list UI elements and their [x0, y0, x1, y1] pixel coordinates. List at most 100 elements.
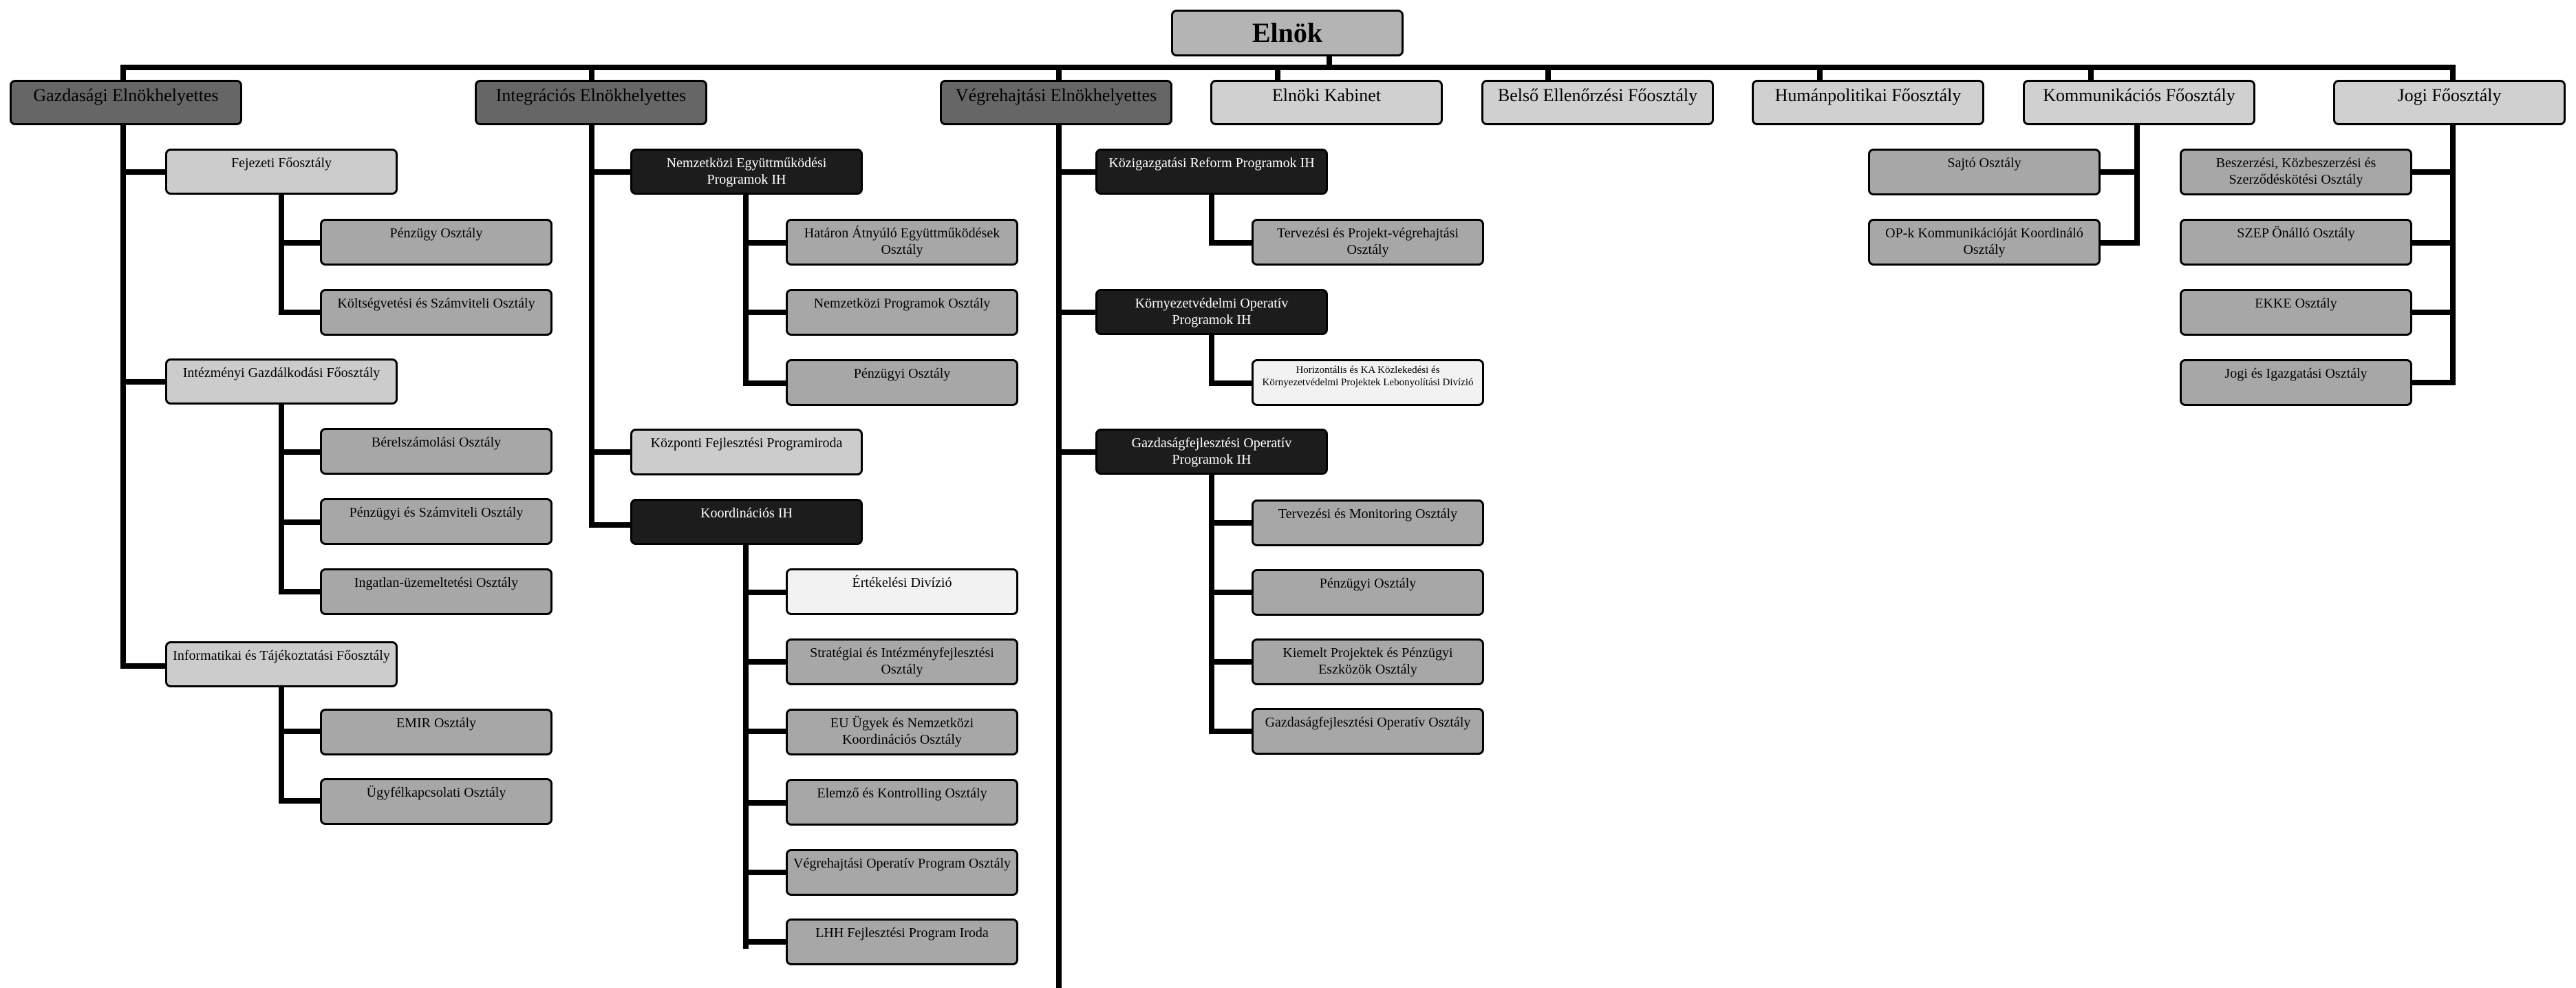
node-ertekelesi-divizio[interactable]: Értékelési Divízió	[786, 568, 1018, 615]
node-label: Nemzetközi Együttműködési Programok IH	[666, 155, 827, 187]
node-vegrehajtasi-elnokhelyettes[interactable]: Végrehajtási Elnökhelyettes	[940, 80, 1172, 125]
node-label: Beszerzési, Közbeszerzési és Szerződéskö…	[2215, 155, 2376, 187]
connector-line	[743, 195, 749, 386]
node-nemzetkozi-programok-osztaly[interactable]: Nemzetközi Programok Osztály	[786, 289, 1018, 336]
node-op-k-kommunikaciojat-koordinalo-osztaly[interactable]: OP-k Kommunikációját Koordináló Osztály	[1868, 219, 2101, 266]
node-label: Elnök	[1252, 17, 1323, 48]
node-label: Pénzügyi Osztály	[853, 366, 951, 381]
node-penzugyi-es-szamviteli-osztaly[interactable]: Pénzügyi és Számviteli Osztály	[320, 498, 552, 545]
node-ingatlan-uzemeltetesi-osztaly[interactable]: Ingatlan-üzemeltetési Osztály	[320, 568, 552, 615]
connector-line	[2412, 380, 2456, 385]
node-koordinacios-ih[interactable]: Koordinációs IH	[630, 499, 863, 545]
node-label: Ügyfélkapcsolati Osztály	[366, 785, 506, 800]
node-label: Elnöki Kabinet	[1271, 85, 1382, 105]
connector-line	[2412, 169, 2456, 175]
node-gazdasagfejlesztesi-operativ-osztaly[interactable]: Gazdaságfejlesztési Operatív Osztály	[1252, 708, 1484, 755]
node-fejezeti-foosztaly[interactable]: Fejezeti Főosztály	[165, 149, 398, 195]
node-penzugyi-osztaly[interactable]: Pénzügyi Osztály	[1252, 569, 1484, 616]
connector-line	[279, 729, 320, 734]
node-informatikai-es-tajekoztatasi-foosztaly[interactable]: Informatikai és Tájékoztatási Főosztály	[165, 641, 398, 687]
connector-line	[2134, 125, 2140, 246]
connector-line	[279, 449, 320, 455]
connector-line	[279, 240, 320, 246]
node-eu-ugyek-es-nemzetkozi-koordinacios-osztaly[interactable]: EU Ügyek és Nemzetközi Koordinációs Oszt…	[786, 709, 1018, 755]
node-szep-onallo-osztaly[interactable]: SZEP Önálló Osztály	[2180, 219, 2412, 266]
connector-line	[279, 310, 320, 315]
node-emir-osztaly[interactable]: EMIR Osztály	[320, 709, 552, 755]
node-kozponti-fejlesztesi-programiroda[interactable]: Központi Fejlesztési Programiroda	[630, 429, 863, 475]
node-horizontalis-lebonyolitasi-divizio[interactable]: Horizontális és KA Közlekedési és Környe…	[1252, 359, 1484, 406]
node-label: Értékelési Divízió	[852, 575, 952, 590]
node-label: Nemzetközi Programok Osztály	[813, 296, 991, 311]
node-jogi-es-igazgatasi-osztaly[interactable]: Jogi és Igazgatási Osztály	[2180, 359, 2412, 406]
node-intezmenyi-gazdalkodasi-foosztaly[interactable]: Intézményi Gazdálkodási Főosztály	[165, 358, 398, 405]
node-label: Pénzügy Osztály	[389, 226, 483, 241]
node-label: SZEP Önálló Osztály	[2237, 226, 2355, 241]
connector-line	[2450, 125, 2456, 385]
node-label: Gazdaságfejlesztési Operatív Osztály	[1265, 715, 1471, 730]
node-elnoki-kabinet[interactable]: Elnöki Kabinet	[1210, 80, 1443, 125]
node-kiemelt-projektek-es-penzugyi-eszkozok-osztaly[interactable]: Kiemelt Projektek és Pénzügyi Eszközök O…	[1252, 638, 1484, 685]
connector-line	[1056, 449, 1095, 455]
node-beszerzesi-kozbeszerzesi-es-szerzodeskotesi-osztaly[interactable]: Beszerzési, Közbeszerzési és Szerződéskö…	[2180, 149, 2412, 195]
node-hataron-atnyulo-egyuttmukodesek-osztaly[interactable]: Határon Átnyúló Együttműködések Osztály	[786, 219, 1018, 266]
connector-line	[743, 939, 786, 945]
node-label: Informatikai és Tájékoztatási Főosztály	[173, 648, 390, 663]
connector-line	[2088, 65, 2094, 80]
node-label: Közigazgatási Reform Programok IH	[1108, 155, 1315, 171]
connector-line	[1545, 65, 1551, 80]
node-label: EU Ügyek és Nemzetközi Koordinációs Oszt…	[830, 716, 974, 747]
connector-line	[279, 687, 284, 804]
node-label: Sajtó Osztály	[1947, 155, 2021, 171]
node-label: EMIR Osztály	[396, 716, 477, 731]
node-label: Környezetvédelmi Operatív Programok IH	[1135, 296, 1289, 327]
node-ekke-osztaly[interactable]: EKKE Osztály	[2180, 289, 2412, 336]
node-humanpolitikai-foosztaly[interactable]: Humánpolitikai Főosztály	[1752, 80, 1984, 125]
node-label: Jogi Főosztály	[2397, 85, 2502, 105]
connector-line	[1209, 729, 1252, 734]
connector-line	[1056, 65, 1062, 80]
node-gazdasagi-elnokhelyettes[interactable]: Gazdasági Elnökhelyettes	[10, 80, 242, 125]
connector-line	[743, 800, 786, 806]
connector-line	[743, 310, 786, 315]
node-tervezesi-es-projekt-vegrehajtasi-osztaly[interactable]: Tervezési és Projekt-végrehajtási Osztál…	[1252, 219, 1484, 266]
node-nemzetkozi-egyuttmukodesi-programok-ih[interactable]: Nemzetközi Együttműködési Programok IH	[630, 149, 863, 195]
node-tervezesi-es-monitoring-osztaly[interactable]: Tervezési és Monitoring Osztály	[1252, 500, 1484, 546]
node-label: Humánpolitikai Főosztály	[1774, 85, 1962, 105]
node-ugyfelkapcsolati-osztaly[interactable]: Ügyfélkapcsolati Osztály	[320, 778, 552, 825]
node-kornyezetvedelmi-operativ-programok-ih[interactable]: Környezetvédelmi Operatív Programok IH	[1095, 289, 1328, 335]
node-label: Fejezeti Főosztály	[230, 155, 332, 171]
node-lhh-fejlesztesi-program-iroda[interactable]: LHH Fejlesztési Program Iroda	[786, 919, 1018, 965]
node-jogi-foosztaly[interactable]: Jogi Főosztály	[2333, 80, 2566, 125]
node-elemzo-es-kontrolling-osztaly[interactable]: Elemző és Kontrolling Osztály	[786, 779, 1018, 826]
node-penzugy-osztaly[interactable]: Pénzügy Osztály	[320, 219, 552, 266]
node-integracios-elnokhelyettes[interactable]: Integrációs Elnökhelyettes	[475, 80, 707, 125]
connector-line	[1327, 56, 1332, 67]
node-label: LHH Fejlesztési Program Iroda	[815, 925, 989, 941]
node-label: Kommunikációs Főosztály	[2043, 85, 2235, 105]
node-label: Gazdasági Elnökhelyettes	[33, 85, 219, 105]
connector-line	[1209, 240, 1252, 246]
node-sajto-osztaly[interactable]: Sajtó Osztály	[1868, 149, 2101, 195]
node-elnok[interactable]: Elnök	[1171, 10, 1404, 56]
connector-line	[120, 65, 2456, 70]
node-kozigazgatasi-reform-programok-ih[interactable]: Közigazgatási Reform Programok IH	[1095, 149, 1328, 195]
connector-line	[743, 590, 786, 595]
node-gazdasagfejlesztesi-operativ-programok-ih[interactable]: Gazdaságfejlesztési Operatív Programok I…	[1095, 429, 1328, 475]
node-kommunikacios-foosztaly[interactable]: Kommunikációs Főosztály	[2023, 80, 2255, 125]
connector-line	[120, 125, 126, 669]
connector-line	[120, 65, 126, 80]
connector-line	[1056, 169, 1095, 175]
connector-line	[589, 65, 594, 80]
connector-line	[1817, 65, 1823, 80]
connector-line	[743, 380, 786, 386]
node-belso-ellenorzesi-foosztaly[interactable]: Belső Ellenőrzési Főosztály	[1481, 80, 1714, 125]
node-berelszamolasi-osztaly[interactable]: Bérelszámolási Osztály	[320, 428, 552, 475]
node-strategiai-es-intezmenyfejlesztesi-osztaly[interactable]: Stratégiai és Intézményfejlesztési Osztá…	[786, 638, 1018, 685]
node-vegrehajtasi-operativ-program-osztaly[interactable]: Végrehajtási Operatív Program Osztály	[786, 849, 1018, 896]
connector-line	[279, 195, 284, 315]
connector-line	[743, 659, 786, 665]
connector-line	[743, 870, 786, 875]
node-penzugyi-osztaly[interactable]: Pénzügyi Osztály	[786, 359, 1018, 406]
node-koltsegvetesi-es-szamviteli-osztaly[interactable]: Költségvetési és Számviteli Osztály	[320, 289, 552, 336]
